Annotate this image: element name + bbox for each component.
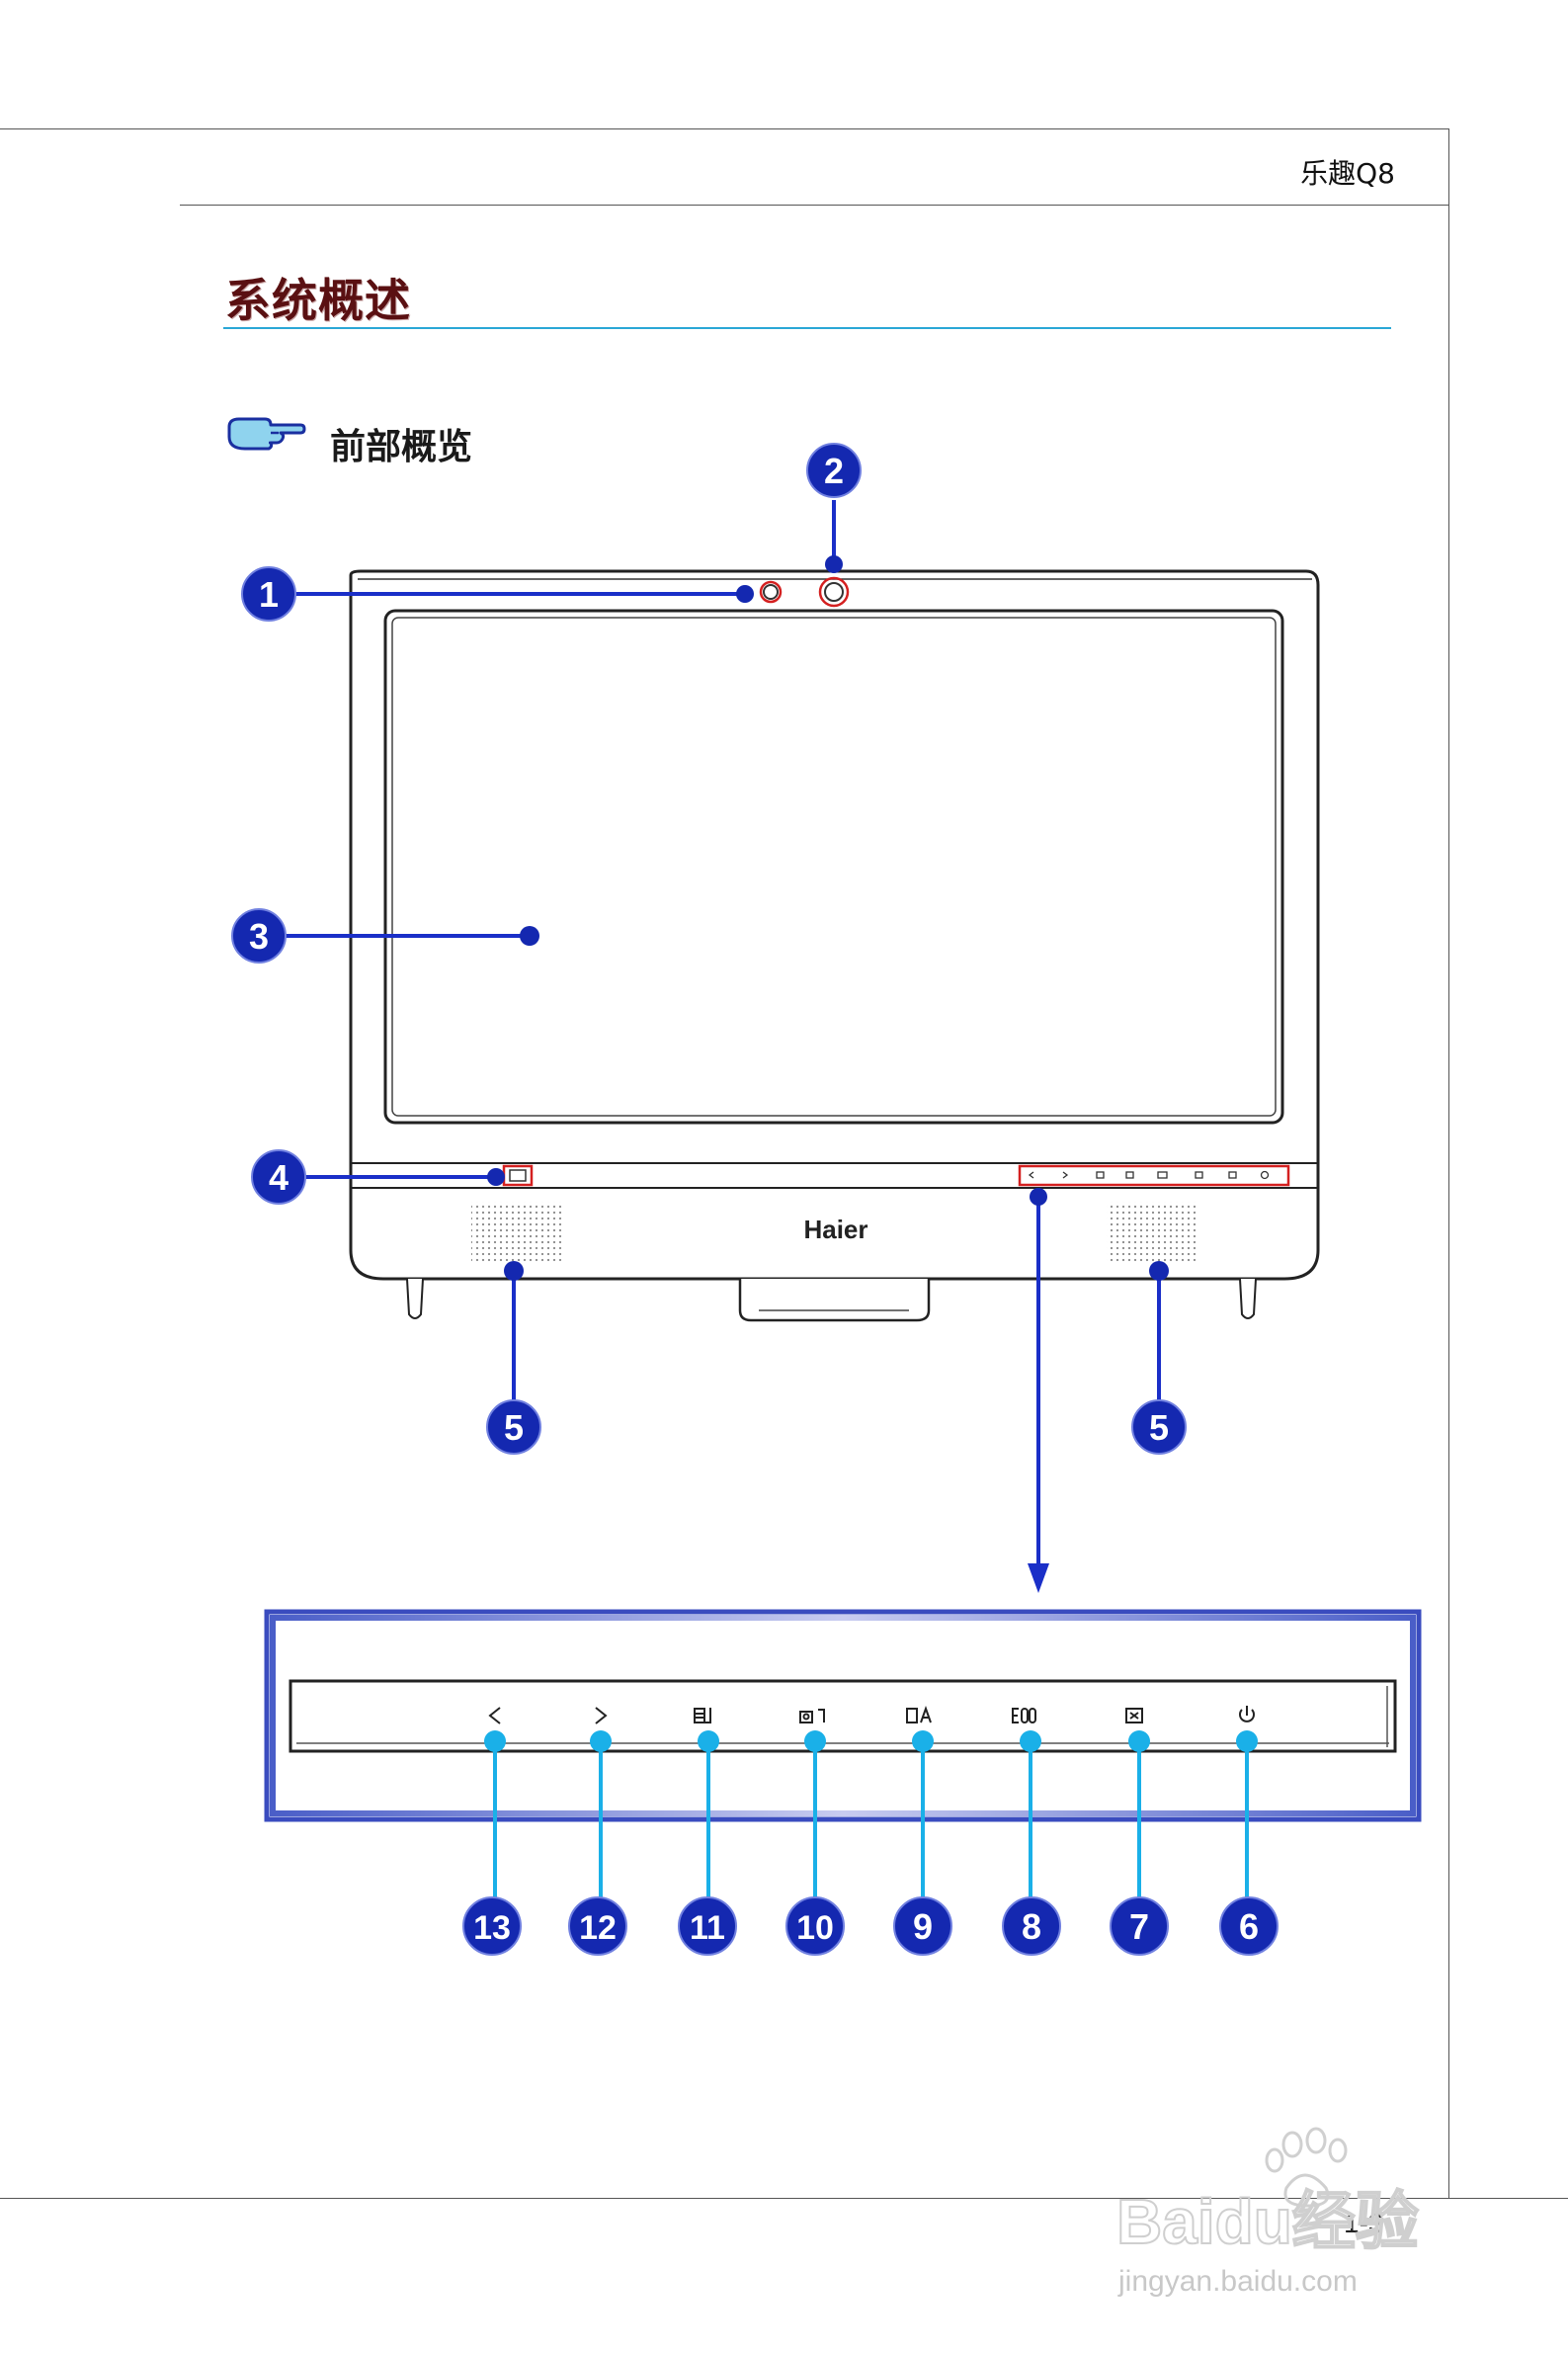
power-indicator: [502, 1164, 534, 1187]
svg-text:11: 11: [690, 1909, 725, 1947]
callout-7: 7: [1110, 1896, 1169, 1956]
section-underline: [223, 327, 1391, 329]
right-rule: [1448, 128, 1449, 2199]
left-arrow-icon: [488, 1707, 501, 1724]
svg-text:6: 6: [1239, 1906, 1259, 1947]
callout-11: 11: [678, 1896, 737, 1956]
callout-4: 4: [251, 1149, 306, 1205]
speaker-grille-right: [1107, 1202, 1197, 1263]
display-mode-icon: [906, 1706, 932, 1723]
callout-6: 6: [1219, 1896, 1279, 1956]
callout-3: 3: [231, 908, 287, 964]
menu-enter-icon: [694, 1708, 711, 1723]
callout-9: 9: [893, 1896, 952, 1956]
watermark-url: jingyan.baidu.com: [1117, 2265, 1358, 2298]
pointing-hand-icon: [227, 417, 306, 451]
svg-text:12: 12: [579, 1909, 617, 1947]
brand-logo: Haier: [803, 1215, 867, 1244]
callout-13: 13: [462, 1896, 522, 1956]
page-number: 1-3: [1344, 2208, 1384, 2238]
svg-text:5: 5: [1149, 1407, 1169, 1448]
running-header: 乐趣Q8: [1300, 157, 1395, 190]
monitor-illustration: Haier: [349, 569, 1320, 1322]
callout-10: 10: [785, 1896, 845, 1956]
watermark-logo: Baidu经验: [1116, 2186, 1419, 2257]
svg-text:7: 7: [1129, 1906, 1149, 1947]
svg-text:10: 10: [796, 1909, 834, 1947]
svg-text:1: 1: [259, 574, 279, 615]
callout-12: 12: [568, 1896, 627, 1956]
microphone: [763, 584, 779, 600]
section-title: 系统概述: [225, 274, 411, 327]
svg-text:3: 3: [249, 916, 269, 957]
callout-2: 2: [806, 443, 862, 498]
front-buttons-highlight: [1018, 1164, 1290, 1187]
power-icon: [1239, 1706, 1255, 1723]
baidu-watermark: Baidu经验 jingyan.baidu.com: [1115, 2127, 1420, 2298]
header-underline: [180, 205, 1448, 206]
callout-1: 1: [241, 566, 296, 622]
subsection-title: 前部概览: [330, 427, 473, 467]
top-rule: [0, 128, 1448, 129]
mute-icon: [1125, 1708, 1143, 1723]
speaker-grille-left: [471, 1202, 562, 1263]
callout-5-left: 5: [486, 1399, 541, 1455]
button-panel-detail: [264, 1609, 1422, 1901]
callout-8: 8: [1002, 1896, 1061, 1956]
bottom-rule: [0, 2198, 1568, 2199]
svg-text:13: 13: [473, 1909, 511, 1947]
svg-text:4: 4: [269, 1157, 289, 1198]
callout-lines: [259, 500, 1161, 1566]
paw-icon: [1265, 2127, 1348, 2208]
svg-text:9: 9: [913, 1906, 933, 1947]
svg-text:8: 8: [1022, 1906, 1041, 1947]
camera-toggle-icon: [799, 1709, 825, 1723]
svg-text:5: 5: [504, 1407, 524, 1448]
display-screen: [383, 609, 1284, 1125]
callout-arrowhead: [1028, 1563, 1049, 1593]
svg-text:2: 2: [824, 451, 844, 491]
callout-5-right: 5: [1131, 1399, 1187, 1455]
eco-icon: [1012, 1708, 1036, 1723]
webcam: [824, 582, 844, 602]
right-arrow-icon: [595, 1707, 608, 1724]
